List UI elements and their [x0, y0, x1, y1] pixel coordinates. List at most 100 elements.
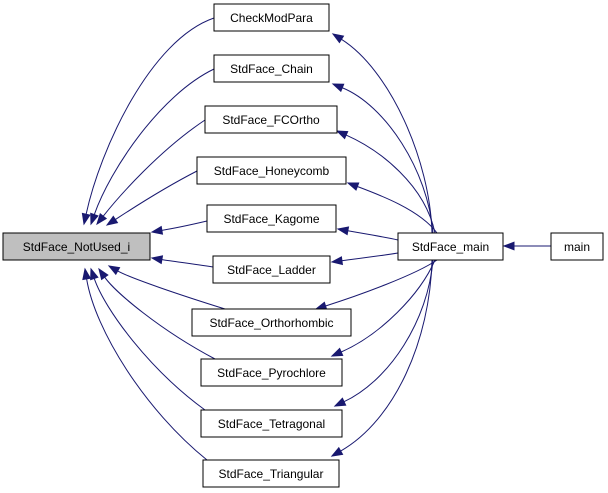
edge-fcortho-to-notused — [96, 119, 206, 226]
edge-line — [161, 259, 214, 268]
edge-line — [343, 259, 434, 403]
arrowhead-icon — [331, 83, 345, 93]
edge-stdmain-to-honeycomb — [346, 182, 438, 234]
arrowhead-icon — [150, 255, 164, 265]
node-label: StdFace_Honeycomb — [214, 164, 330, 178]
edge-line — [340, 259, 436, 353]
node-box — [191, 308, 352, 337]
edge-stdmain-to-kagome — [336, 226, 399, 241]
edge-line — [93, 278, 206, 411]
edge-stdmain-to-fcortho — [335, 130, 436, 234]
arrowhead-icon — [82, 267, 92, 281]
edge-pyrochlore-to-notused — [98, 267, 216, 360]
node-box — [196, 156, 347, 185]
node-box — [550, 232, 604, 261]
node-main[interactable]: main — [550, 232, 604, 261]
edge-line — [345, 134, 436, 234]
node-triangular[interactable]: StdFace_Triangular — [202, 459, 340, 488]
edge-line — [325, 259, 438, 307]
edge-stdmain-to-pyrochlore — [330, 259, 436, 357]
edge-orthorhombic-to-notused — [107, 265, 226, 310]
node-box — [212, 255, 331, 284]
node-fcortho[interactable]: StdFace_FCOrtho — [204, 105, 338, 134]
node-label: main — [564, 240, 590, 254]
edge-ladder-to-notused — [150, 255, 214, 268]
edge-checkmodpara-to-notused — [81, 17, 215, 226]
edge-stdmain-to-ladder — [330, 252, 399, 266]
node-tetragonal[interactable]: StdFace_Tetragonal — [200, 409, 343, 438]
node-label: StdFace_Tetragonal — [218, 417, 325, 431]
arrowhead-icon — [96, 212, 108, 226]
node-box — [200, 409, 343, 438]
arrowhead-icon — [107, 265, 121, 276]
edge-tetragonal-to-notused — [90, 267, 206, 411]
arrowhead-icon — [105, 215, 119, 226]
arrowhead-icon — [331, 33, 345, 44]
arrowhead-icon — [81, 212, 91, 226]
edge-line — [161, 220, 208, 231]
arrowhead-icon — [335, 130, 349, 140]
edge-kagome-to-notused — [150, 220, 208, 235]
arrowhead-icon — [150, 225, 164, 235]
node-checkmodpara[interactable]: CheckModPara — [213, 3, 330, 32]
edge-honeycomb-to-notused — [105, 170, 198, 226]
node-box — [200, 358, 343, 387]
node-stdmain[interactable]: StdFace_main — [397, 232, 504, 261]
edge-line — [102, 119, 206, 217]
edge-line — [104, 276, 216, 360]
node-chain[interactable]: StdFace_Chain — [213, 54, 330, 83]
node-label: StdFace_Chain — [230, 62, 313, 76]
arrowhead-icon — [333, 397, 347, 407]
node-honeycomb[interactable]: StdFace_Honeycomb — [196, 156, 347, 185]
node-box — [213, 54, 330, 83]
edge-stdmain-to-orthorhombic — [314, 259, 438, 311]
arrowhead-icon — [346, 182, 360, 191]
node-label: StdFace_Kagome — [223, 212, 319, 226]
node-box — [2, 232, 151, 261]
arrowhead-icon — [330, 347, 344, 357]
edge-line — [115, 170, 198, 220]
arrowhead-icon — [98, 267, 109, 281]
edge-line — [86, 278, 208, 461]
node-label: StdFace_Triangular — [219, 467, 324, 481]
node-pyrochlore[interactable]: StdFace_Pyrochlore — [200, 358, 343, 387]
node-label: StdFace_FCOrtho — [222, 113, 320, 127]
edge-line — [93, 68, 215, 215]
arrowhead-icon — [336, 226, 350, 236]
edge-line — [357, 186, 438, 234]
node-label: StdFace_Orthorhombic — [209, 316, 333, 330]
node-box — [206, 204, 337, 233]
node-box — [202, 459, 340, 488]
nodes-layer: StdFace_NotUsed_i CheckModParaStdFace_Cha… — [2, 3, 604, 488]
node-notused: StdFace_NotUsed_i — [2, 232, 151, 261]
arrowhead-icon — [330, 446, 344, 457]
edge-main-to-stdmain — [502, 241, 552, 251]
edge-stdmain-to-chain — [331, 83, 434, 234]
edge-stdmain-to-checkmodpara — [331, 33, 433, 234]
edge-line — [341, 38, 433, 234]
node-label: CheckModPara — [230, 11, 313, 25]
node-ladder[interactable]: StdFace_Ladder — [212, 255, 331, 284]
edges-layer — [81, 17, 552, 461]
node-box — [213, 3, 330, 32]
edge-line — [347, 230, 399, 241]
node-box — [397, 232, 504, 261]
edge-stdmain-to-triangular — [330, 259, 433, 457]
node-box — [204, 105, 338, 134]
node-label: StdFace_main — [412, 240, 489, 254]
node-label: StdFace_NotUsed_i — [23, 240, 130, 254]
node-label: StdFace_Pyrochlore — [217, 366, 326, 380]
arrowhead-icon — [502, 241, 515, 251]
edge-triangular-to-notused — [82, 267, 208, 461]
edge-line — [340, 259, 433, 452]
edge-chain-to-notused — [90, 68, 215, 226]
edge-line — [85, 17, 215, 215]
node-orthorhombic[interactable]: StdFace_Orthorhombic — [191, 308, 352, 337]
arrowhead-icon — [90, 212, 99, 226]
node-label: StdFace_Ladder — [227, 263, 316, 277]
edge-line — [341, 252, 399, 262]
edge-line — [117, 270, 226, 310]
node-kagome[interactable]: StdFace_Kagome — [206, 204, 337, 233]
edge-line — [342, 87, 434, 234]
